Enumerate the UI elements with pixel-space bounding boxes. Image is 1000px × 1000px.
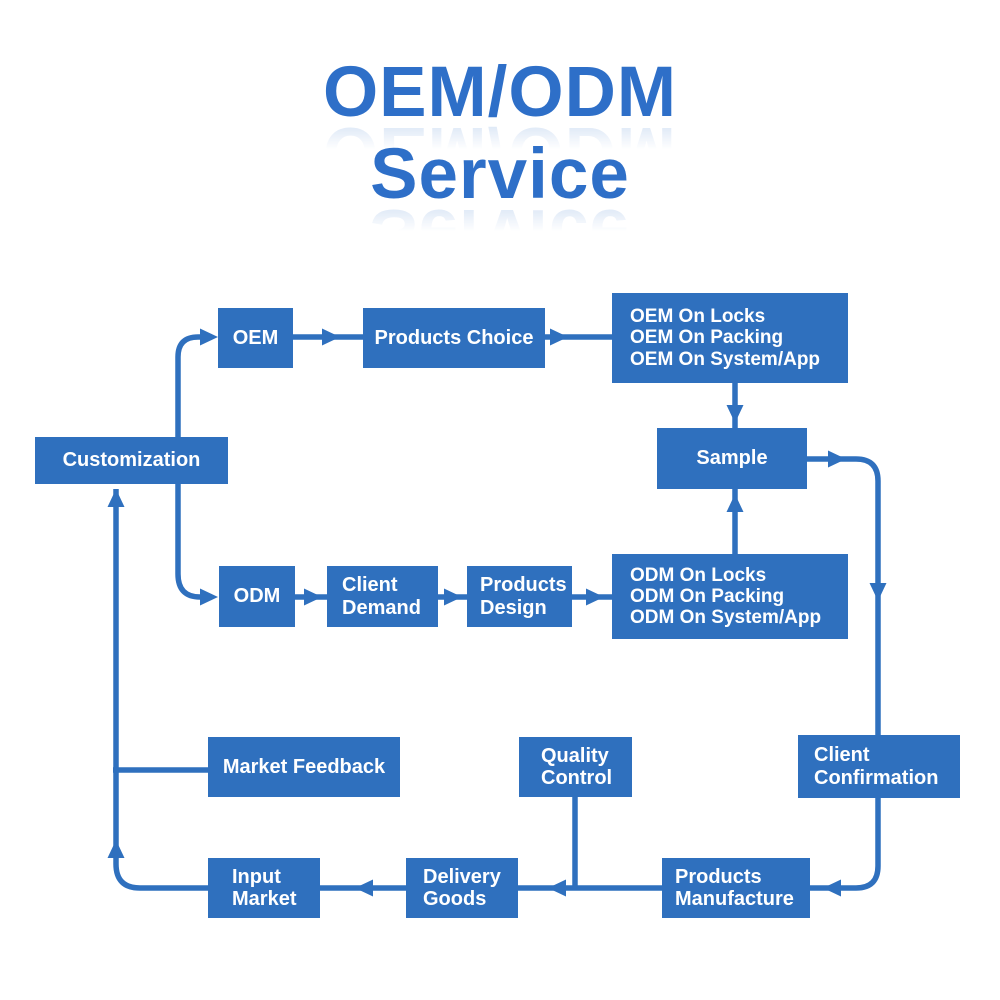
title-line-2-wrap: Service Service bbox=[0, 134, 1000, 273]
node-oem-on-details: OEM On Locks OEM On Packing OEM On Syste… bbox=[612, 293, 848, 383]
node-odm-on-details: ODM On Locks ODM On Packing ODM On Syste… bbox=[612, 554, 848, 639]
connector-products-design-to-odm-on bbox=[572, 588, 612, 606]
line-sample-to-client-confirmation bbox=[807, 456, 881, 735]
diagram-title: OEM/ODM OEM/ODM Service Service bbox=[0, 52, 1000, 273]
node-odm-label: ODM bbox=[233, 585, 281, 608]
arrowhead-up-icon bbox=[107, 489, 125, 507]
node-oem: OEM bbox=[218, 308, 293, 368]
node-quality-control: Quality Control bbox=[519, 737, 632, 797]
node-products-choice-label: Products Choice bbox=[374, 326, 534, 349]
node-products-manufacture: Products Manufacture bbox=[662, 858, 810, 918]
node-customization: Customization bbox=[35, 437, 228, 484]
connector-client-demand-to-products-design bbox=[438, 588, 467, 606]
node-customization-label: Customization bbox=[62, 449, 201, 472]
node-oem-label: OEM bbox=[232, 326, 279, 349]
arrowhead-right-icon bbox=[828, 450, 846, 468]
arrowhead-right-icon bbox=[550, 328, 568, 346]
node-products-design-label: Products Design bbox=[480, 574, 567, 619]
arrowhead-right-icon bbox=[200, 328, 218, 346]
node-products-design: Products Design bbox=[467, 566, 572, 627]
connector-odm-on-to-sample bbox=[726, 489, 744, 554]
connector-customization-to-odm bbox=[175, 462, 218, 606]
line-client-confirmation-to-products-manufacture bbox=[810, 798, 881, 891]
arrowhead-left-icon bbox=[548, 879, 566, 897]
title-line-1: OEM/ODM bbox=[322, 53, 678, 132]
connector-sample-to-client-confirmation bbox=[807, 450, 887, 735]
connector-oem-to-products-choice bbox=[293, 328, 363, 346]
node-market-feedback: Market Feedback bbox=[208, 737, 400, 797]
connector-client-confirmation-to-products-manufacture bbox=[810, 798, 881, 897]
connector-products-manufacture-to-delivery-goods bbox=[518, 879, 662, 897]
connector-oem-on-to-sample bbox=[726, 383, 744, 428]
arrowhead-up-icon bbox=[107, 840, 125, 858]
node-input-market-label: Input Market bbox=[232, 865, 297, 910]
arrowhead-right-icon bbox=[304, 588, 322, 606]
node-input-market: Input Market bbox=[208, 858, 320, 918]
arrowhead-left-icon bbox=[823, 879, 841, 897]
line-input-market-to-customization bbox=[113, 489, 208, 891]
node-odm-on-details-label: ODM On Locks ODM On Packing ODM On Syste… bbox=[630, 564, 822, 629]
node-client-confirmation: Client Confirmation bbox=[798, 735, 960, 798]
node-sample-label: Sample bbox=[696, 447, 768, 470]
arrowhead-down-icon bbox=[726, 405, 744, 423]
node-market-feedback-label: Market Feedback bbox=[222, 755, 386, 778]
node-products-choice: Products Choice bbox=[363, 308, 545, 368]
connector-odm-to-client-demand bbox=[295, 588, 327, 606]
node-oem-on-details-label: OEM On Locks OEM On Packing OEM On Syste… bbox=[630, 306, 821, 370]
title-line-2: Service bbox=[370, 135, 630, 214]
node-odm: ODM bbox=[219, 566, 295, 627]
node-client-confirmation-label: Client Confirmation bbox=[814, 744, 939, 789]
connector-delivery-goods-to-input-market bbox=[320, 879, 406, 897]
arrowhead-left-icon bbox=[355, 879, 373, 897]
node-delivery-goods-label: Delivery Goods bbox=[423, 865, 501, 910]
node-products-manufacture-label: Products Manufacture bbox=[675, 865, 794, 910]
node-sample: Sample bbox=[657, 428, 807, 489]
arrowhead-right-icon bbox=[444, 588, 462, 606]
node-delivery-goods: Delivery Goods bbox=[406, 858, 518, 918]
connector-customization-to-oem bbox=[175, 328, 218, 462]
arrowhead-right-icon bbox=[586, 588, 604, 606]
node-client-demand: Client Demand bbox=[327, 566, 438, 627]
arrowhead-down-icon bbox=[869, 583, 887, 601]
line-customization-to-oem bbox=[175, 334, 212, 462]
line-customization-to-odm bbox=[175, 462, 212, 600]
arrowhead-up-icon bbox=[726, 494, 744, 512]
title-line-1-wrap: OEM/ODM OEM/ODM bbox=[0, 52, 1000, 191]
connector-products-choice-to-oem-on bbox=[545, 328, 612, 346]
node-quality-control-label: Quality Control bbox=[541, 744, 613, 789]
arrowhead-right-icon bbox=[200, 588, 218, 606]
arrowhead-right-icon bbox=[322, 328, 340, 346]
connector-input-market-to-customization bbox=[107, 489, 208, 891]
node-client-demand-label: Client Demand bbox=[342, 574, 421, 619]
